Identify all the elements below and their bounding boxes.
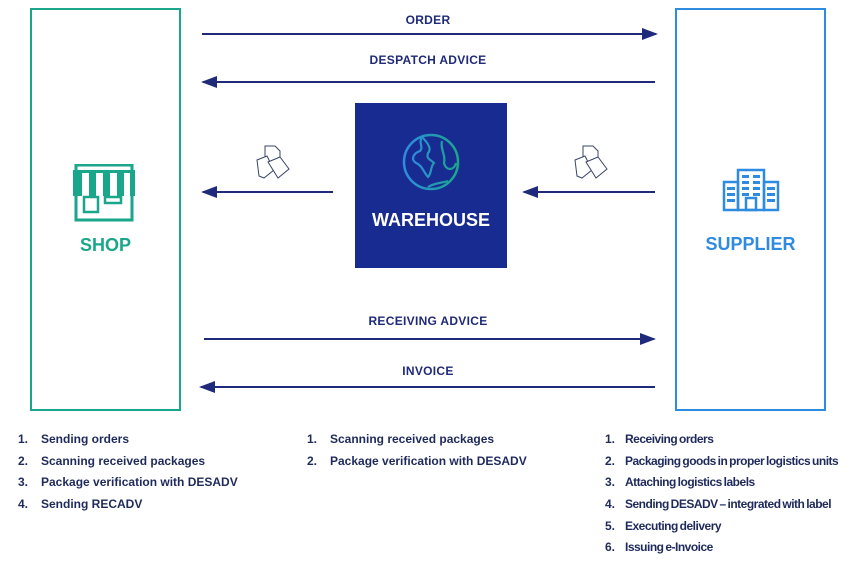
shop-task-list: 1. Sending orders 2. Scanning received pack… [18,432,238,519]
item-text: Sending orders [41,432,130,446]
warehouse-label: WAREHOUSE [371,210,490,230]
globe-icon [402,133,460,191]
item-number: 1. [307,432,318,446]
item-text: Scanning received packages [330,432,495,446]
receiving-advice-label: RECEIVING ADVICE [368,314,488,328]
storefront-icon [73,164,135,222]
item-text: Sending DESADV – integrated with label [625,497,832,512]
shop-label: SHOP [79,235,131,255]
item-number: 5. [605,518,616,533]
list-item: 4. Sending DESADV – integrated with label [605,497,838,519]
item-text: Packaging goods in proper logistics unit… [625,453,839,468]
item-text: Attaching logistics labels [625,475,755,490]
list-item: 2. Scanning received packages [18,454,238,476]
item-text: Scanning received packages [41,453,206,468]
list-item: 2. Packaging goods in proper logistics un… [605,453,839,476]
list-item: 3. Attaching logistics labels [605,475,838,497]
list-item: 2. Package verification with DESADV [307,454,527,476]
item-number: 3. [18,475,29,490]
warehouse-task-list: 1. Scanning received packages 2. Package ve… [307,432,527,475]
item-text: Package verification with DESADV [330,453,527,468]
item-text: Sending RECADV [41,497,143,512]
tags-icon [256,145,290,179]
shop-box: SHOP [30,8,181,411]
warehouse-box: WAREHOUSE [355,103,507,268]
item-number: 4. [605,497,616,512]
item-number: 1. [18,432,29,446]
supplier-task-list: 1. Receiving orders 2. Packaging goods in p… [605,432,839,562]
invoice-label: INVOICE [402,364,454,378]
list-item: 3. Package verification with DESADV [18,475,238,497]
item-number: 2. [605,453,616,468]
tags-icon [574,145,608,179]
item-number: 6. [605,540,616,555]
list-item: 1. Sending orders [18,432,238,454]
item-number: 1. [605,432,616,446]
item-text: Issuing e-Invoice [625,540,713,555]
despatch-advice-label: DESPATCH ADVICE [369,53,487,67]
item-text: Receiving orders [625,432,714,446]
item-text: Executing delivery [625,518,722,533]
supplier-label: SUPPLIER [705,234,796,254]
list-item: 4. Sending RECADV [18,497,238,519]
item-number: 2. [18,453,29,468]
list-item: 1. Receiving orders [605,432,838,454]
item-number: 2. [307,453,318,468]
list-item: 5. Executing delivery [605,519,838,541]
list-item: 1. Scanning received packages [307,432,527,454]
office-building-icon [722,168,780,212]
item-text: Package verification with DESADV [41,475,238,490]
item-number: 4. [18,497,29,512]
list-item: 6. Issuing e-Invoice [605,540,838,562]
order-label: ORDER [405,13,451,27]
supplier-box: SUPPLIER [675,8,826,411]
item-number: 3. [605,475,616,490]
